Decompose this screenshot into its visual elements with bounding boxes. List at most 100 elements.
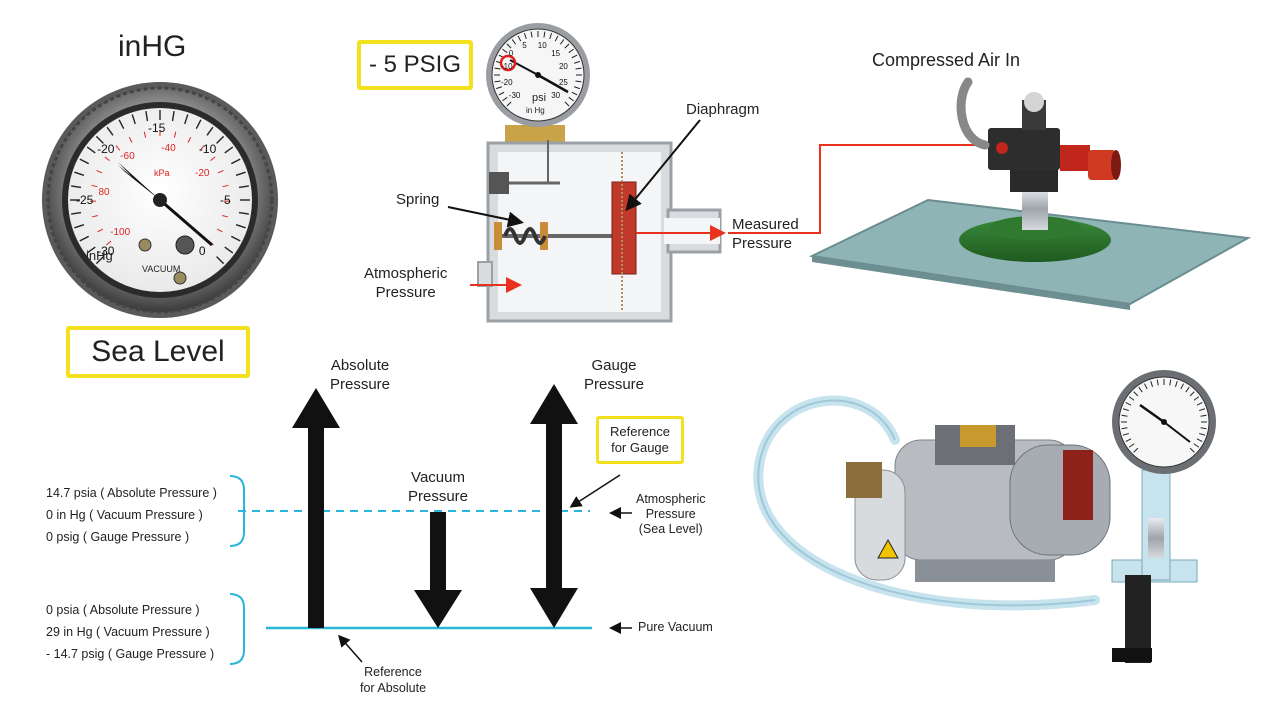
dial-tick [70,211,82,215]
dial-tick [235,224,246,229]
dial-tick [95,256,104,265]
dial-tick [1199,408,1206,412]
dial-tick [216,256,225,265]
dial-tick [95,135,104,144]
dial-tick [1193,443,1200,448]
psig-reading-box: - 5 PSIG [357,40,473,90]
unit-title: inHG [118,30,187,63]
dial-tick [1133,391,1139,397]
dial-tick [571,91,578,96]
dial-tick [494,67,501,70]
dial-scale-label: -5 [220,192,231,207]
dial-tick [1185,386,1190,393]
reference-absolute-label: Reference for Absolute [360,664,426,696]
pure-vacuum-label: Pure Vacuum [638,620,713,634]
reference-gauge-line-2: for Gauge [611,440,669,455]
dial-tick [549,32,553,40]
gauge-title-line-1: Gauge [591,357,637,374]
dial-tick [79,235,90,242]
dial-tick [74,171,85,176]
dial-tick [1128,443,1135,448]
dial-tick [238,211,250,215]
dial-tick [187,136,192,143]
dial-tick [184,114,189,125]
spring-label: Spring [396,191,440,208]
atmospheric-sea-level-label: Atmospheric Pressure (Sea Level) [636,492,705,537]
dial-tick [217,169,224,174]
dial-tick [230,235,241,242]
dial-vacuum-label: VACUUM [142,264,181,274]
atmospheric-line-1: Atmospheric [364,265,448,282]
dial-tick [216,135,225,144]
dial-tick [502,48,508,54]
atmospheric-pressure-label: Atmospheric Pressure [364,264,447,302]
dial-kpa-label: kPa [154,168,170,178]
dial-tick [571,54,578,59]
dial-tick [554,35,559,42]
dial-tick [1180,383,1184,390]
dial-tick [559,39,565,45]
dial-tick [1169,379,1172,386]
pressure-sensor-diagram [447,119,985,323]
vacuum-pressure-title: Vacuum Pressure [408,468,468,506]
atmo-line-1: Atmospheric [636,492,706,506]
psi-scale-label: 5 [522,41,527,51]
psi-scale-label: 15 [551,48,561,58]
psi-scale-label: 20 [558,62,568,72]
dial-tick [221,214,229,218]
psi-scale-label: 0 [508,48,514,58]
dial-tick [1144,383,1148,390]
dial-scale-label: -15 [148,120,166,135]
dial-tick [230,158,241,165]
dial-tick [1189,391,1195,397]
dial-tick [238,185,250,189]
psi-subunit-label: in Hg [526,106,545,115]
dial-tick [79,158,90,165]
dial-tick [1125,402,1132,406]
dial-kpa-label-value: 80 [98,187,110,199]
sea-level-value-absolute: 14.7 psia ( Absolute Pressure ) [46,486,217,500]
dial-tick [171,110,175,122]
dial-tick [1199,432,1206,436]
dial-tick [96,169,103,174]
psi-scale-label: 25 [558,77,568,87]
dial-tick [564,101,570,107]
dial-unit-label: inHg [86,248,113,263]
dial-tick [530,31,533,38]
dial-tick [1156,379,1159,386]
vacuum-title-line-2: Pressure [408,488,469,505]
dial-tick [91,184,98,188]
psi-scale-label: -30 [508,91,521,101]
dial-tick [195,119,202,130]
pressure-reference-chart [229,384,632,665]
sea-level-value-vacuum: 0 in Hg ( Vacuum Pressure ) [46,508,203,522]
sea-level-values: 14.7 psia ( Absolute Pressure ) 0 in Hg … [46,482,217,548]
psi-scale-label: 10 [537,41,547,51]
dial-tick [1150,380,1154,387]
dial-tick [573,86,581,90]
dial-tick [74,224,85,229]
dial-tick [564,43,570,49]
atmo-line-2: Pressure [645,507,696,521]
dial-scale-label: 0 [198,243,206,258]
vacuum-gauge [42,82,278,318]
dial-scale-label: -25 [76,192,94,207]
dial-tick [495,86,503,90]
psi-scale-label: -20 [501,77,513,87]
dial-tick [222,184,229,188]
dial-tick [1200,414,1207,417]
diaphragm-label: Diaphragm [686,101,760,118]
dial-tick [568,96,574,102]
dial-tick [1138,386,1143,393]
absolute-title-line-2: Pressure [330,376,391,393]
dial-tick [104,156,110,161]
dial-tick [494,80,501,83]
psi-scale-label: -10 [501,62,513,72]
dial-tick [128,136,133,143]
dial-tick [235,171,246,176]
dial-tick [106,126,114,136]
dial-tick [575,67,582,70]
dial-tick [498,91,505,96]
measured-line-2: Pressure [732,235,793,252]
vacuum-values: 0 psia ( Absolute Pressure ) 29 in Hg ( … [46,599,214,665]
